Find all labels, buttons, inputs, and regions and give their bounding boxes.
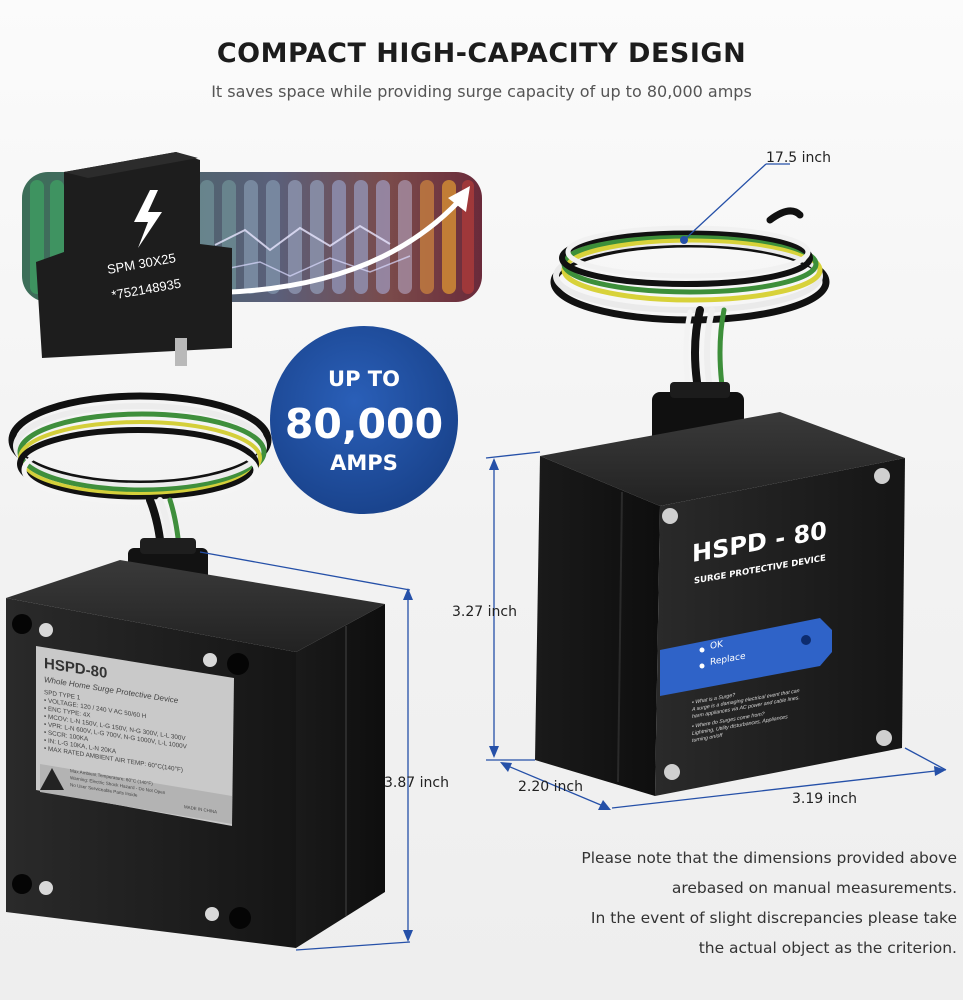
right-device [535,382,905,796]
left-height-label: 3.87 inch [384,775,449,791]
dimension-lines [199,163,947,951]
right-height-label: 3.27 inch [452,604,517,620]
indicator-panel [660,618,832,696]
right-wire-bundle [550,207,830,404]
width-line [611,769,945,809]
width-label: 3.19 inch [792,791,857,807]
badge-line-1: UP TO [328,367,400,391]
note-line-1: Please note that the dimensions provided… [581,849,957,867]
indicator-ok-label: OK [710,639,724,651]
note-line-3: In the event of slight discrepancies ple… [590,909,957,927]
wire-length-label: 17.5 inch [766,150,831,166]
left-device-made-in: MADE IN CHINA [184,804,217,814]
wire-length-pointer [683,163,767,241]
page-subtitle: It saves space while providing surge cap… [211,82,752,101]
left-device [6,538,385,948]
note-line-2: arebased on manual measurements. [671,879,957,897]
lightning-bolt-icon [134,190,162,248]
left-wire-bundle [8,392,272,564]
measurement-note: Please note that the dimensions provided… [497,843,957,963]
spm-module [36,152,232,366]
badge-line-2: 80,000 [285,400,443,448]
capacity-badge: UP TO 80,000 AMPS [270,326,458,514]
page-title: COMPACT HIGH-CAPACITY DESIGN [216,38,747,69]
note-line-4: the actual object as the criterion. [698,939,957,957]
right-device-info-5: turning on/off [692,733,723,744]
depth-label: 2.20 inch [518,779,583,795]
badge-line-3: AMPS [330,451,398,475]
depth-line [502,763,609,809]
